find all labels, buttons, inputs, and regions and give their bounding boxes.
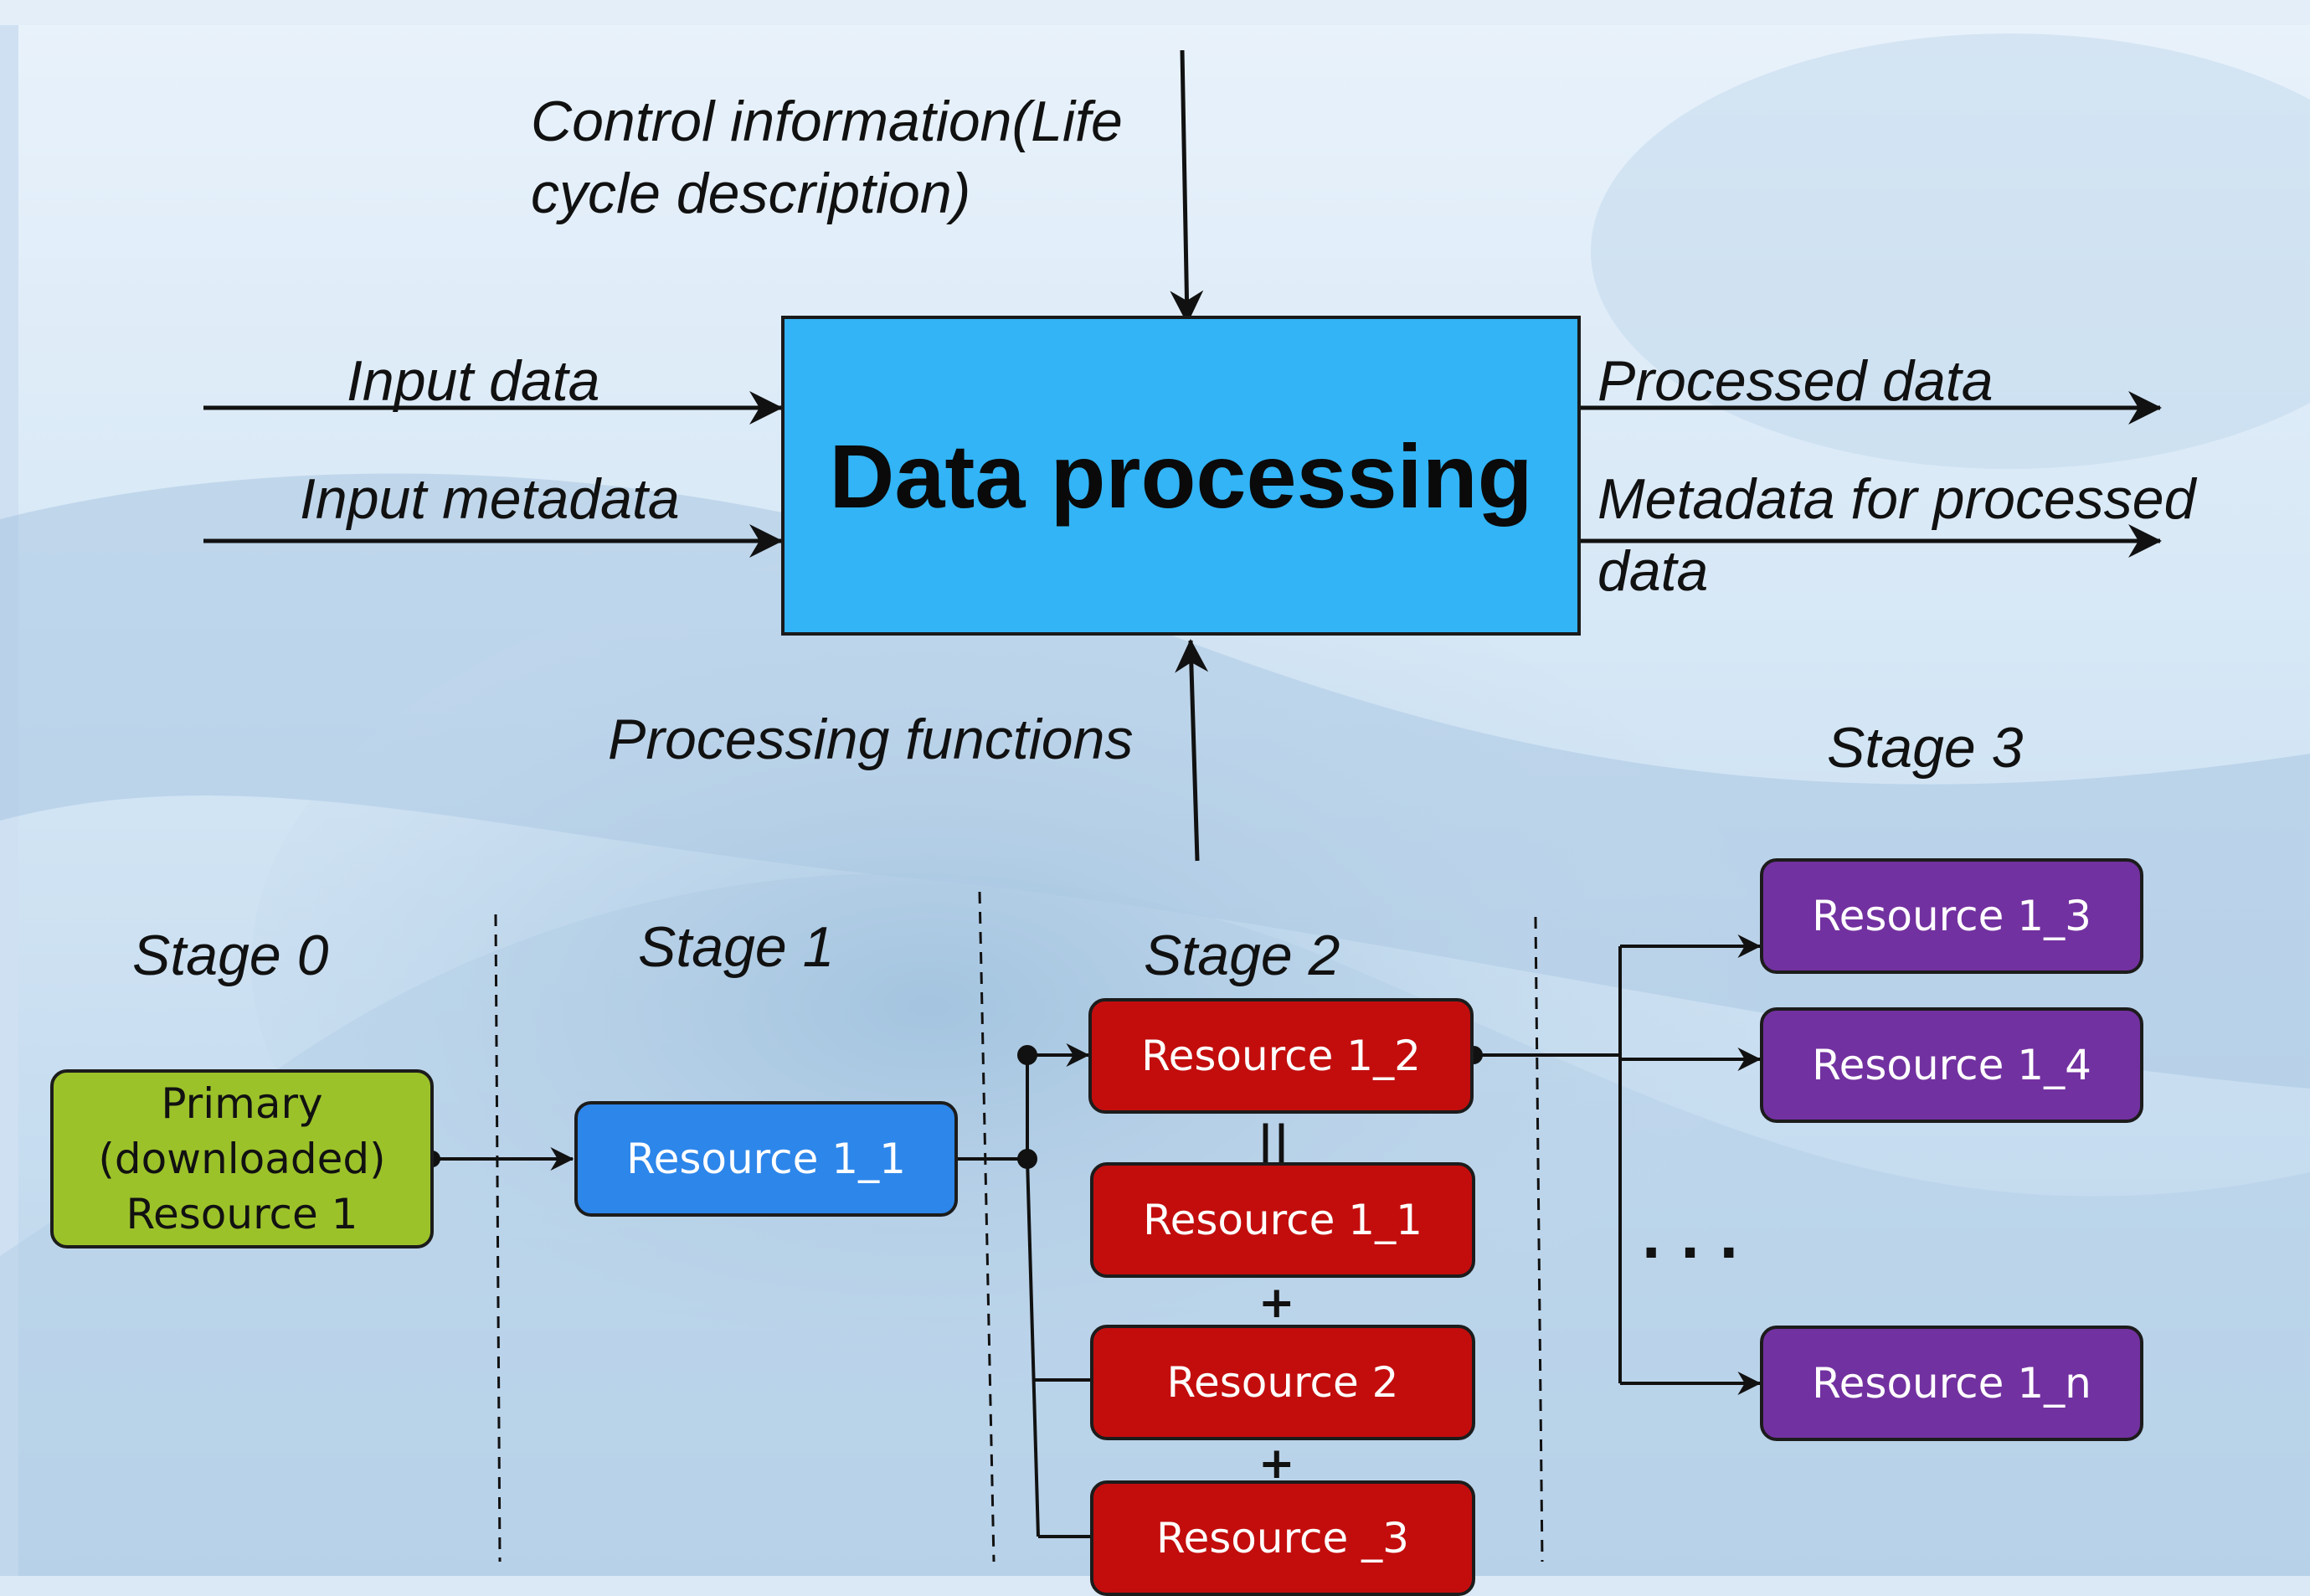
ellipsis-symbol: ... — [1641, 1209, 1757, 1271]
stage3-resource-1-4-label: Resource 1_4 — [1812, 1041, 2091, 1089]
equals-symbol: || — [1258, 1117, 1289, 1167]
stage3-resource-1-n: Resource 1_n — [1760, 1326, 2143, 1441]
stage1-resource-1-1: Resource 1_1 — [574, 1101, 958, 1217]
primary-resource-box: Primary (downloaded) Resource 1 — [50, 1069, 434, 1248]
control-arrow — [1170, 49, 1204, 324]
stage-3-label: Stage 3 — [1827, 716, 2024, 780]
stage2-resource-2: Resource 2 — [1090, 1325, 1475, 1440]
data-processing-box: Data processing — [781, 316, 1581, 636]
stage2-resource-1-2: Resource 1_2 — [1088, 998, 1474, 1114]
stage2-resource-1-2-label: Resource 1_2 — [1141, 1032, 1421, 1080]
metadata-output-label: Metadata for processed data — [1597, 467, 2196, 603]
stage2-resource-3: Resource _3 — [1090, 1480, 1475, 1596]
data-processing-title: Data processing — [829, 425, 1533, 527]
plus-symbol-2: + — [1258, 1439, 1295, 1489]
stage1-resource-1-1-label: Resource 1_1 — [626, 1135, 906, 1183]
input-data-label: Input data — [347, 349, 600, 413]
stage-divider-1 — [494, 914, 502, 1563]
connector-stage2-bus-down — [1026, 1158, 1040, 1537]
stage3-resource-1-3: Resource 1_3 — [1760, 858, 2143, 974]
control-label: Control information(Life cycle descripti… — [531, 90, 1123, 225]
input-metadata-label: Input metadata — [300, 467, 680, 531]
stage3-resource-1-3-label: Resource 1_3 — [1812, 892, 2091, 940]
stage2-resource-1-1: Resource 1_1 — [1090, 1162, 1475, 1278]
processed-data-label: Processed data — [1597, 349, 1994, 413]
stage-1-label: Stage 1 — [638, 915, 835, 979]
stage3-resource-1-n-label: Resource 1_n — [1812, 1359, 2091, 1408]
stage-divider-2 — [978, 891, 996, 1563]
stage-0-label: Stage 0 — [132, 924, 329, 987]
stage3-resource-1-4: Resource 1_4 — [1760, 1007, 2143, 1123]
stage2-resource-3-label: Resource _3 — [1155, 1514, 1409, 1563]
processing-functions-arrow — [1175, 639, 1209, 862]
stage2-resource-2-label: Resource 2 — [1166, 1358, 1399, 1407]
stage2-resource-1-1-label: Resource 1_1 — [1143, 1196, 1423, 1244]
processing-functions-label: Processing functions — [608, 708, 1134, 771]
stage-divider-3 — [1534, 916, 1544, 1563]
plus-symbol-1: + — [1258, 1278, 1295, 1328]
stage-2-label: Stage 2 — [1144, 924, 1340, 987]
primary-resource-label: Primary (downloaded) Resource 1 — [98, 1079, 386, 1238]
